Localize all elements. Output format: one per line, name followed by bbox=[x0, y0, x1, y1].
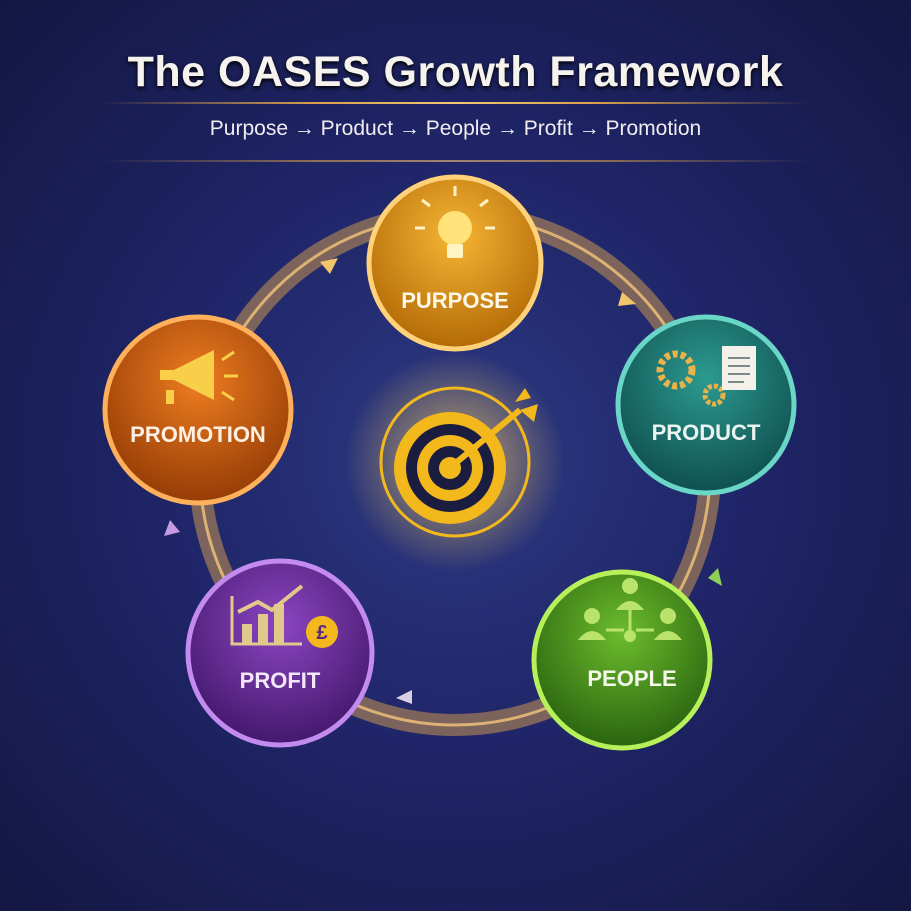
node-label: PRODUCT bbox=[652, 420, 761, 445]
divider bbox=[100, 102, 810, 104]
gears-document-icon bbox=[656, 346, 756, 407]
node-promotion[interactable]: PROMOTION bbox=[102, 314, 294, 506]
node-label: PROMOTION bbox=[130, 422, 266, 447]
growth-chart-pound-icon: £ bbox=[230, 584, 338, 648]
node-purpose[interactable]: PURPOSE bbox=[366, 174, 544, 352]
node-product[interactable]: PRODUCT bbox=[615, 314, 797, 496]
megaphone-icon bbox=[160, 350, 238, 404]
lightbulb-icon bbox=[415, 186, 495, 258]
svg-text:£: £ bbox=[316, 622, 327, 644]
arrow-icon bbox=[164, 520, 180, 536]
team-network-icon bbox=[578, 578, 682, 642]
node-people[interactable]: PEOPLE bbox=[531, 569, 713, 751]
arrow-icon bbox=[320, 258, 338, 274]
divider bbox=[100, 160, 810, 162]
node-label: PURPOSE bbox=[401, 288, 509, 313]
page-title: The OASES Growth Framework bbox=[127, 48, 784, 96]
center-target bbox=[345, 352, 565, 572]
target-arrow-icon bbox=[394, 388, 538, 524]
arrow-icon bbox=[618, 292, 636, 306]
page-subtitle: Purpose → Product → People → Profit → Pr… bbox=[209, 117, 702, 140]
node-label: PEOPLE bbox=[587, 666, 676, 691]
arrow-icon bbox=[708, 568, 722, 586]
arrow-icon bbox=[396, 690, 412, 704]
node-profit[interactable]: £ PROFIT bbox=[185, 558, 375, 748]
node-label: PROFIT bbox=[240, 668, 321, 693]
